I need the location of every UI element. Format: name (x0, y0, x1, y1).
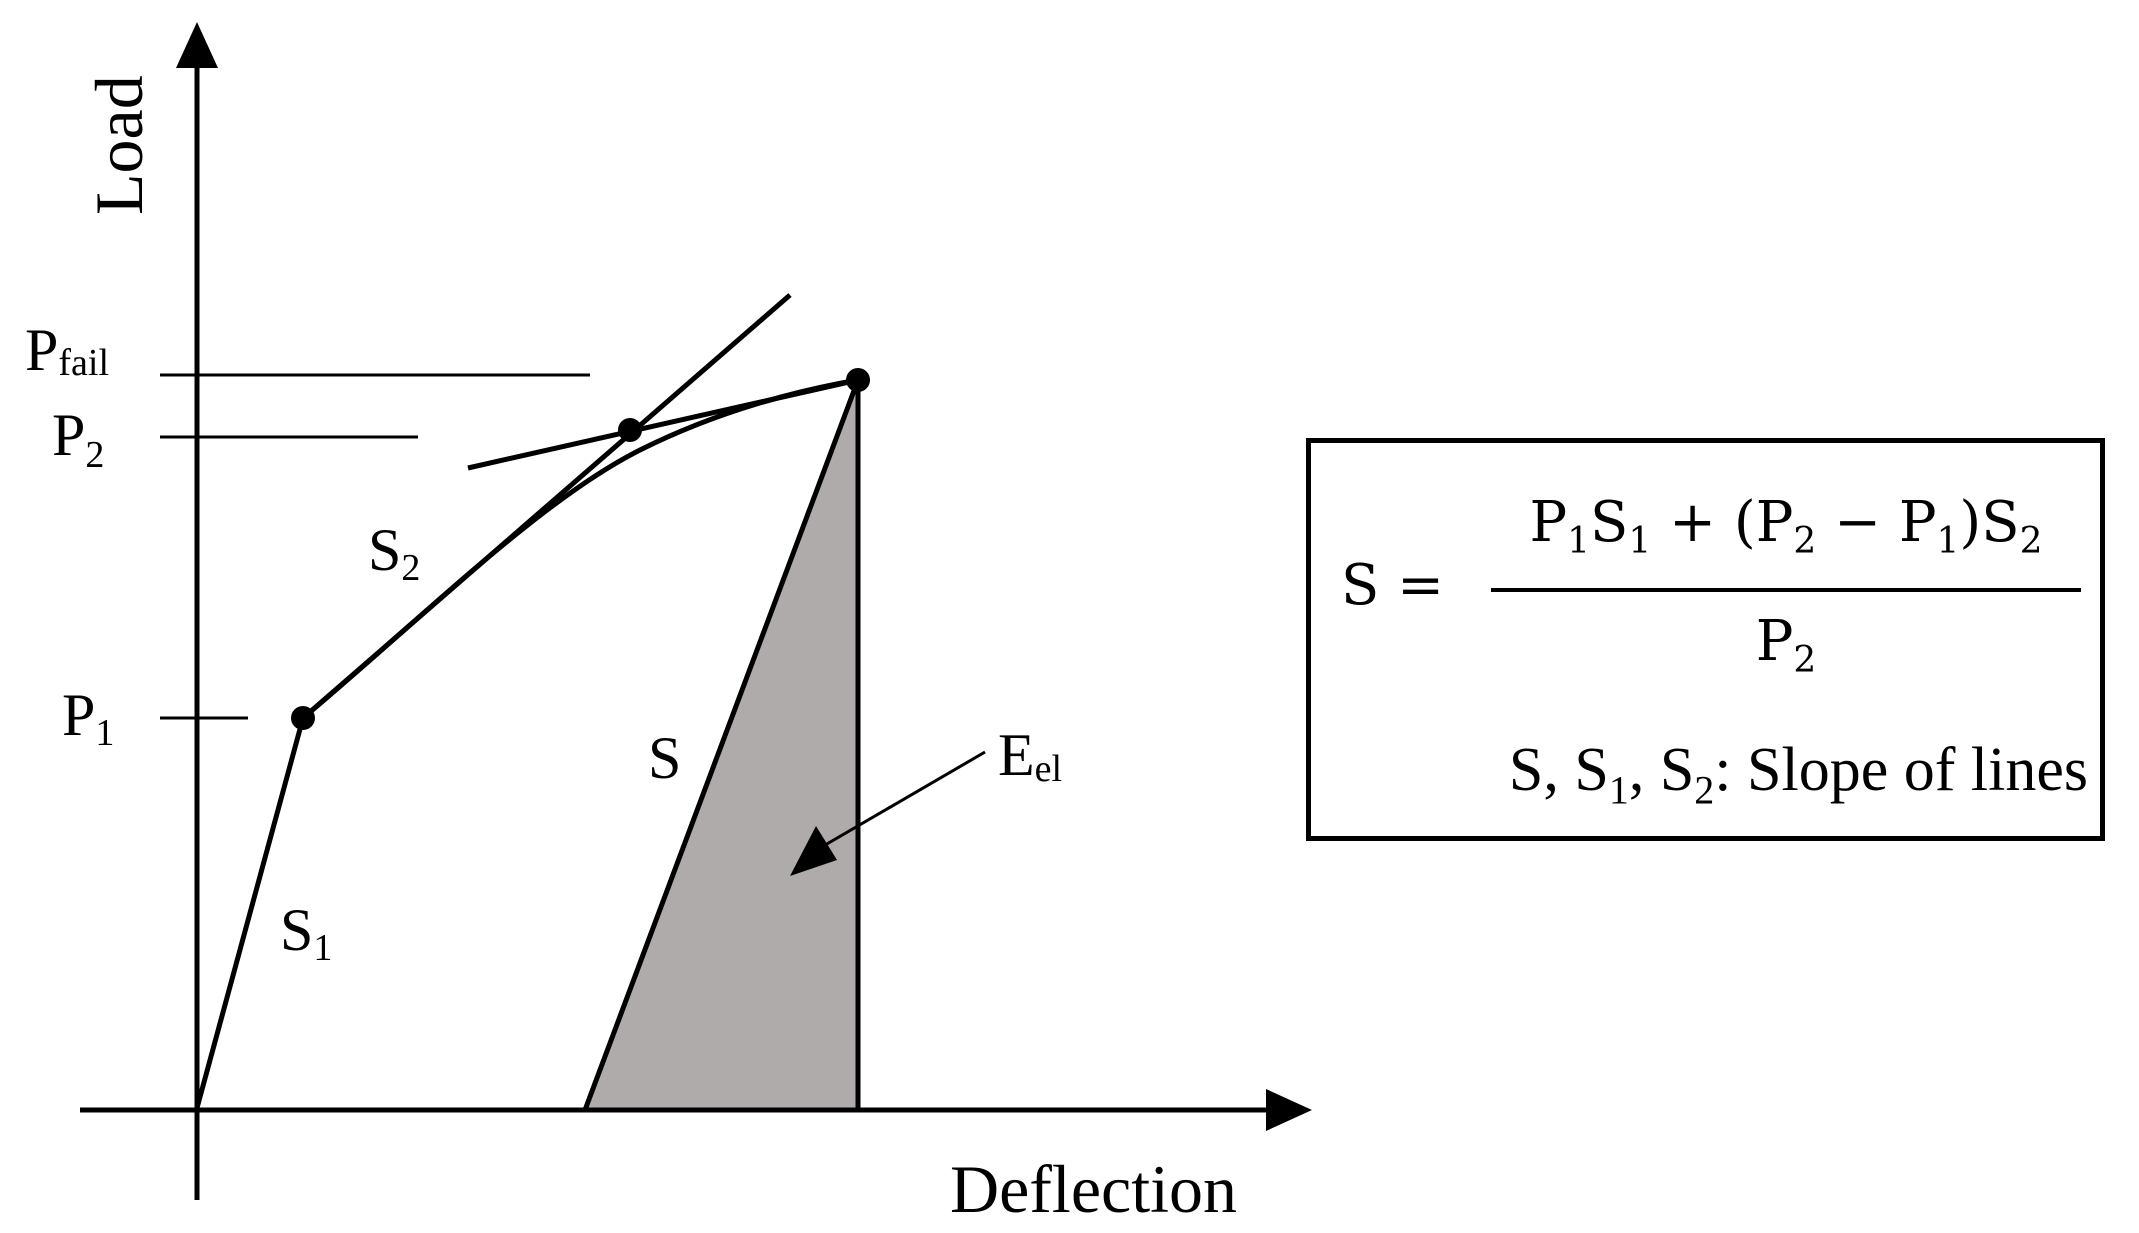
tangent-line (467, 377, 859, 471)
s2-label: S2 (368, 517, 420, 589)
y-axis-arrowhead (176, 22, 218, 68)
formula-denominator: P2 (1755, 609, 1817, 682)
p2-point (618, 418, 642, 442)
elastic-energy-area (581, 379, 861, 1113)
slope-formula: S = P1S1 + (P2 − P1)S2 P2 (1341, 483, 2101, 683)
p1-label: P1 (62, 682, 114, 754)
p1-point (291, 706, 315, 730)
p2-label: P2 (52, 402, 104, 476)
x-axis-arrowhead (1266, 1089, 1312, 1131)
energy-label: Eel (998, 722, 1062, 790)
s-label: S (648, 725, 681, 791)
p-fail-label: Pfail (25, 317, 109, 384)
x-axis-title: Deflection (950, 1151, 1237, 1227)
energy-pointer-arrowhead (790, 826, 837, 876)
formula-numerator: P1S1 + (P2 − P1)S2 (1529, 490, 2043, 563)
y-axis-title: Load (81, 75, 157, 215)
peak-point (846, 368, 870, 392)
s1-label: S1 (280, 897, 332, 969)
formula-lhs: S = (1341, 553, 1445, 618)
slope-definition-note: S, S1, S2: Slope of lines (1508, 736, 2088, 813)
formula-box: S = P1S1 + (P2 − P1)S2 P2 S, S1, S2: Slo… (1306, 438, 2105, 841)
energy-pointer-line (819, 750, 986, 850)
fraction-bar (1491, 588, 2081, 593)
formula-fraction: P1S1 + (P2 − P1)S2 P2 (1491, 483, 2081, 701)
s2-secant-line (301, 293, 792, 720)
